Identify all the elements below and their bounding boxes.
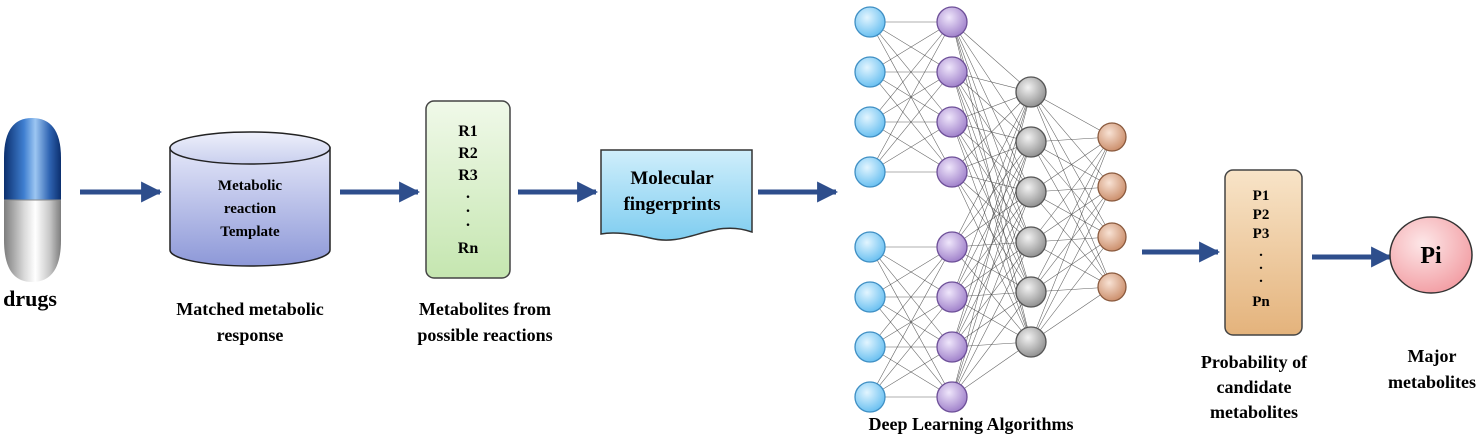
flow-arrows: [80, 181, 1393, 268]
probabilities-caption-line-3: metabolites: [1210, 402, 1298, 422]
network-edge: [951, 91, 1032, 173]
hidden1-node: [936, 281, 968, 313]
network-edge: [869, 121, 953, 173]
network-edge: [869, 296, 953, 398]
network-edge: [951, 291, 1032, 398]
input-node: [854, 231, 886, 263]
network-edge: [951, 171, 1032, 343]
major-metabolite-label: Pi: [1420, 243, 1442, 269]
fingerprints-text-line-2: fingerprints: [623, 194, 720, 215]
network-edge: [1030, 136, 1113, 293]
network-edge: [1030, 136, 1113, 193]
probabilities-caption-line-1: Probability of: [1201, 352, 1308, 372]
input-node: [854, 381, 886, 413]
fingerprints-box: [600, 149, 753, 241]
hidden1-node: [936, 6, 968, 38]
probabilities-caption-line-2: candidate: [1216, 377, 1291, 397]
input-node: [854, 281, 886, 313]
template-text-line-1: Metabolic: [218, 178, 282, 194]
drug-capsule: [4, 118, 61, 282]
drug-label: drugs: [3, 286, 57, 311]
probability-item: .: [1259, 257, 1263, 273]
input-node: [854, 331, 886, 363]
network-edge: [951, 171, 1032, 293]
hidden2-node: [1015, 176, 1047, 208]
network-nodes: [854, 6, 1127, 413]
reaction-item: .: [466, 213, 470, 230]
probability-item: .: [1259, 270, 1263, 286]
output-node: [1097, 222, 1127, 252]
template-caption-line-1: Matched metabolic: [176, 299, 323, 319]
template-cylinder: [169, 131, 331, 267]
network-edge: [951, 91, 1032, 248]
hidden2-node: [1015, 326, 1047, 358]
network-edge: [869, 21, 953, 173]
major-caption-line-1: Major: [1408, 346, 1457, 366]
network-edge: [951, 241, 1032, 398]
template-text-line-2: reaction: [224, 201, 277, 217]
network-edge: [869, 346, 953, 398]
hidden2-node: [1015, 276, 1047, 308]
probability-item: P3: [1253, 226, 1270, 242]
network-edge: [869, 21, 953, 123]
hidden2-node: [1015, 76, 1047, 108]
hidden1-node: [936, 331, 968, 363]
reaction-item: R1: [458, 123, 478, 140]
hidden1-node: [936, 231, 968, 263]
reactions-caption-line-1: Metabolites from: [419, 299, 551, 319]
input-node: [854, 56, 886, 88]
network-edge: [951, 191, 1032, 398]
hidden1-node: [936, 56, 968, 88]
reaction-item: .: [466, 185, 470, 202]
reaction-item: .: [466, 199, 470, 216]
probability-item: Pn: [1252, 294, 1270, 310]
output-node: [1097, 172, 1127, 202]
network-edge: [951, 91, 1032, 298]
network-edge: [869, 71, 953, 173]
fingerprints-text-line-1: Molecular: [630, 168, 714, 189]
network-edge: [1030, 136, 1113, 243]
probability-item: P2: [1253, 207, 1270, 223]
probability-item: P1: [1253, 188, 1270, 204]
hidden2-node: [1015, 226, 1047, 258]
major-metabolite-circle: [1389, 216, 1473, 294]
network-edge: [1030, 286, 1113, 343]
reaction-item: Rn: [458, 240, 479, 257]
network-edge: [1030, 136, 1113, 343]
network-edge: [951, 171, 1032, 243]
hidden1-node: [936, 381, 968, 413]
hidden2-node: [1015, 126, 1047, 158]
probability-item: .: [1259, 244, 1263, 260]
reaction-item: R2: [458, 145, 478, 162]
network-edge: [869, 246, 953, 348]
network-edge: [869, 246, 953, 398]
output-node: [1097, 272, 1127, 302]
reactions-caption-line-2: possible reactions: [417, 325, 552, 345]
network-edge: [951, 21, 1032, 93]
probabilities-box: [1224, 169, 1303, 336]
template-caption-line-2: response: [217, 325, 284, 345]
network-edge: [1030, 236, 1113, 343]
major-caption-line-2: metabolites: [1388, 372, 1476, 392]
network-caption: Deep Learning Algorithms: [869, 414, 1074, 434]
reaction-item: R3: [458, 167, 478, 184]
network-edge: [869, 21, 953, 73]
hidden1-node: [936, 106, 968, 138]
output-node: [1097, 122, 1127, 152]
network-connections: [869, 21, 1113, 398]
input-node: [854, 156, 886, 188]
input-node: [854, 106, 886, 138]
network-edge: [951, 341, 1032, 398]
reactions-box: [425, 100, 511, 279]
hidden1-node: [936, 156, 968, 188]
input-node: [854, 6, 886, 38]
network-edge: [1030, 186, 1113, 343]
network-edge: [869, 246, 953, 298]
template-text-line-3: Template: [220, 224, 280, 240]
